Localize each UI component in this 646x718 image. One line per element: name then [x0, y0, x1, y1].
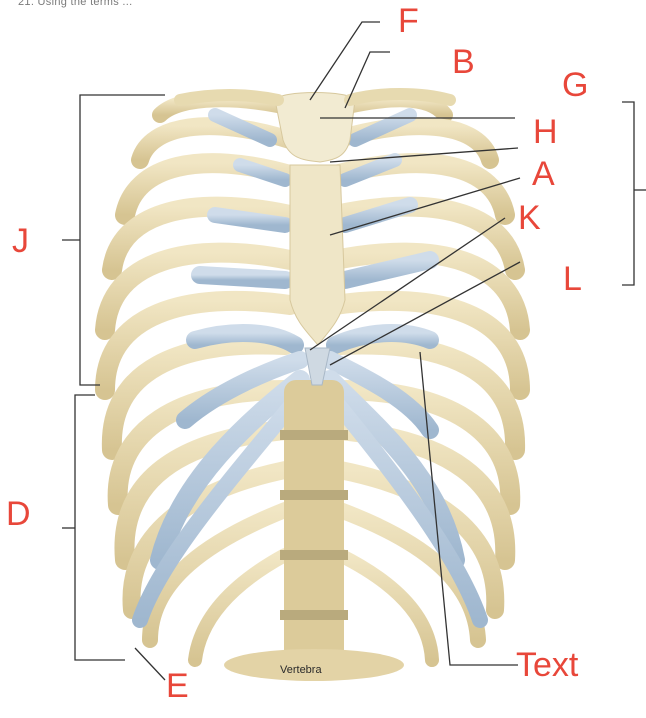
- label-J: J: [12, 224, 29, 258]
- label-K: K: [518, 201, 541, 235]
- clavicle-left: [180, 95, 278, 100]
- label-A: A: [532, 157, 555, 191]
- label-E: E: [166, 669, 189, 703]
- sternum-body: [290, 165, 345, 345]
- clavicle-right: [350, 94, 450, 100]
- label-F: F: [398, 4, 419, 38]
- label-text: Text: [516, 648, 578, 682]
- label-L: L: [563, 262, 582, 296]
- label-D: D: [6, 497, 31, 531]
- label-G: G: [562, 68, 588, 102]
- vertebra-caption: Vertebra: [280, 664, 322, 676]
- question-header: 21. Using the terms ...: [18, 0, 133, 8]
- label-H: H: [533, 115, 558, 149]
- label-B: B: [452, 45, 475, 79]
